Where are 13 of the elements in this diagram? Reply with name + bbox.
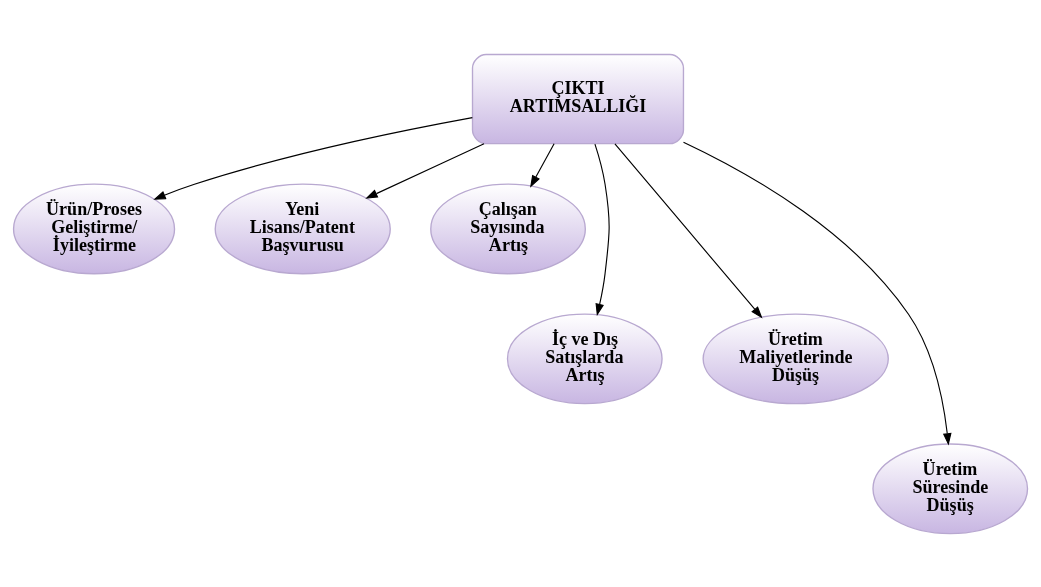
arrow — [153, 116, 473, 200]
node-ellipse: Çalışan Sayısında Artış — [430, 182, 586, 274]
node-ellipse: İç ve Dış Satışlarda Artış — [506, 312, 663, 404]
arrow — [682, 141, 952, 446]
node-ellipse: Üretim Süresinde Düşüş — [872, 442, 1029, 534]
node-ellipse: Üretim Maliyetlerinde Düşüş — [702, 312, 889, 404]
node-box: ÇIKTI ARTIMSALLIĞI — [471, 53, 685, 144]
arrow — [614, 142, 763, 319]
node-ellipse: Ürün/Proses Geliştirme/ İyileştirme — [12, 182, 176, 274]
arrow — [530, 142, 555, 188]
arrow — [365, 142, 485, 199]
arrow — [594, 143, 610, 316]
node-ellipse: Yeni Lisans/Patent Başvurusu — [214, 182, 391, 274]
